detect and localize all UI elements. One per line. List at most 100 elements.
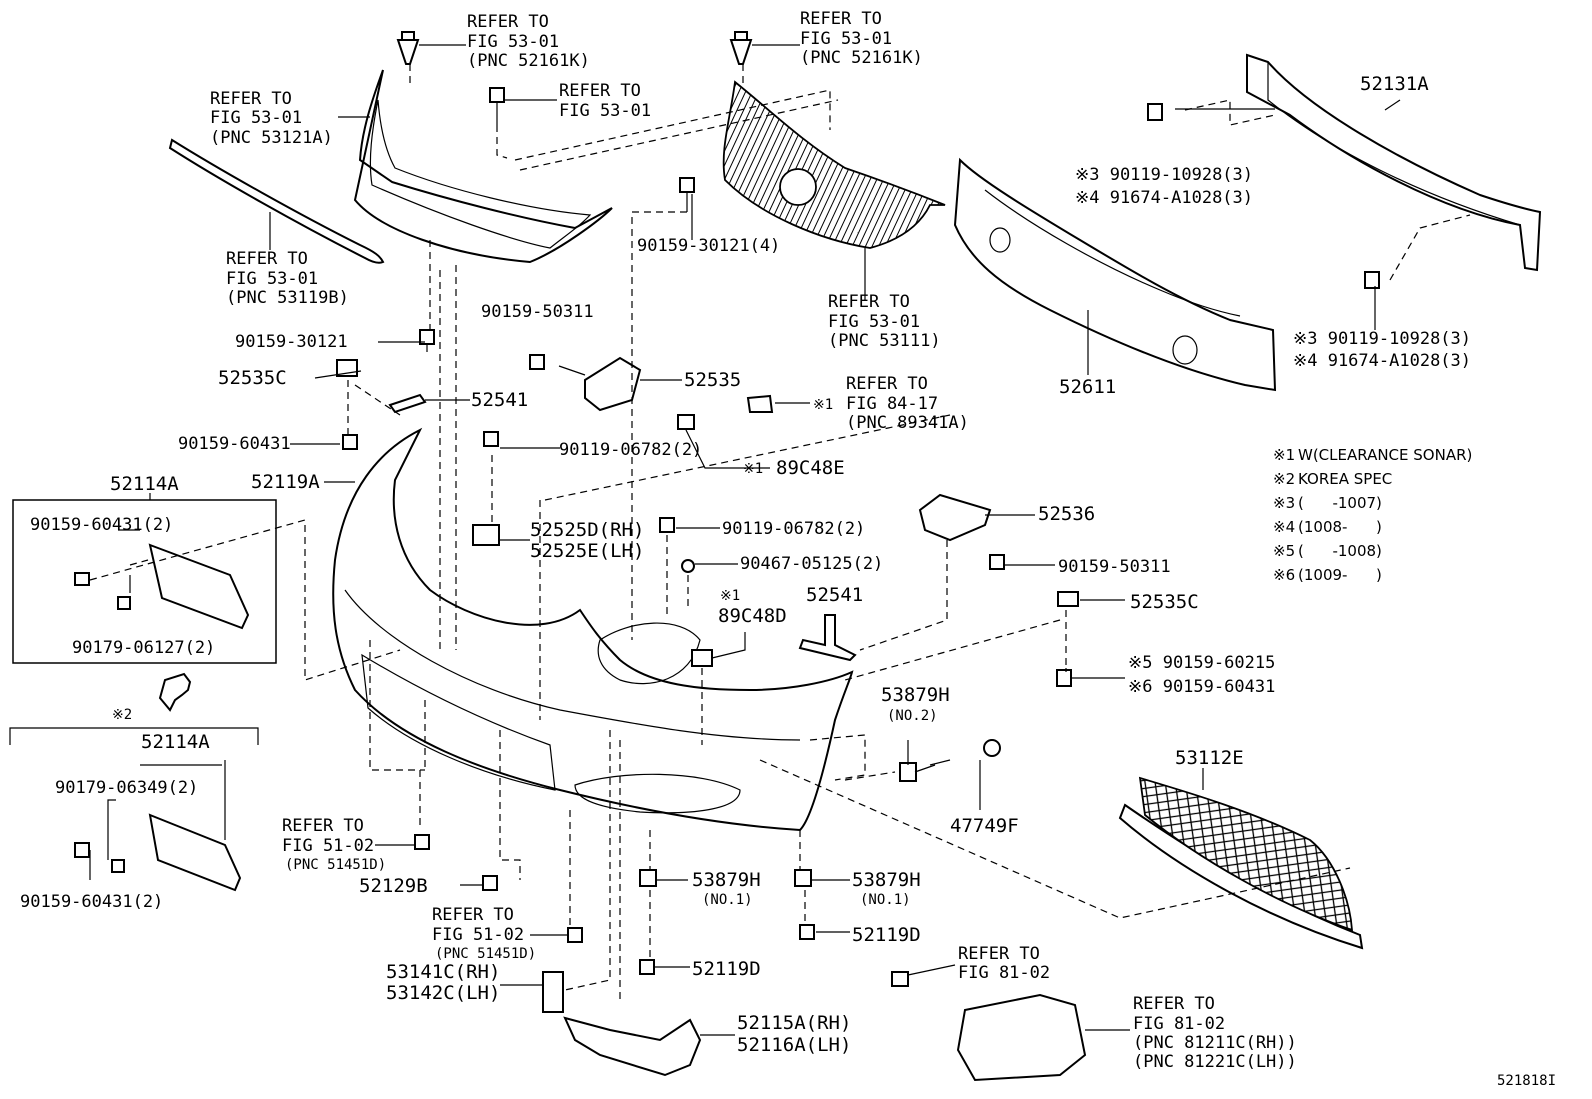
ref-fog-lamp-l2: FIG 81-02 [1133,1014,1225,1034]
note-2-mark: ※2 [1273,470,1295,488]
clip-53879H-icon [899,739,1001,782]
ref-frame-l3: (PNC 53121A) [210,128,333,148]
part-52115A: 52115A(RH) [737,1012,851,1034]
ref-bolt-left-l3: (PNC 51451D) [285,857,386,873]
leader-lines [9,44,1401,1036]
part-53112E: 53112E [1175,747,1244,769]
part-52119D-b: 52119D [852,924,921,946]
bolt-icon [342,329,435,450]
part-52536: 52536 [1038,503,1095,525]
ref-molding-l1: REFER TO [226,249,308,269]
part-90467-05125: 90467-05125(2) [740,554,883,574]
ref-clip-left-l3: (PNC 52161K) [467,51,590,71]
note-1-text: W(CLEARANCE SONAR) [1298,446,1472,464]
ref-sonar-l3: (PNC 89341A) [846,413,969,433]
ref-bolt-center-l2: FIG 51-02 [432,925,524,945]
part-52611: 52611 [1059,376,1116,398]
ref-clip-left-l2: FIG 53-01 [467,32,559,52]
nut-52525-icon [472,431,500,546]
ref-sonar-l1: REFER TO [846,374,928,394]
ref-screw-l2: FIG 53-01 [559,101,651,121]
bracket-53141C-icon [542,971,564,1013]
bolt-icon [414,834,815,975]
note-5-text: ( -1008) [1298,542,1382,560]
part-53879H-a-no: (NO.2) [887,708,938,724]
part-52129B: 52129B [359,875,428,897]
license-bracket-box [12,499,277,664]
part-53879H-b-no: (NO.1) [702,892,753,908]
ref-fog-lamp-l4: (PNC 81221C(LH)) [1133,1052,1297,1072]
absorber-52611 [953,157,1277,392]
part-90159-50311-a: 90159-50311 [481,302,594,322]
part-53879H-c-no: (NO.1) [860,892,911,908]
part-52535: 52535 [684,369,741,391]
part-90159-60431-a: 90159-60431 [178,434,291,454]
part-90159-30121-4: 90159-30121(4) [637,236,780,256]
part-53879H-c: 53879H [852,869,921,891]
part-absorber-bolt-top-a: ※3 90119-10928(3) [1075,165,1253,185]
part-90119-06782-a: 90119-06782(2) [559,440,702,460]
diagram-id: 521818I [1497,1073,1556,1089]
part-90159-60215: ※5 90159-60215 [1128,653,1275,673]
part-number-labels: 52131A 52611 ※3 90119-10928(3) ※4 91674-… [20,73,1471,1056]
bracket-52536-icon [918,493,1005,570]
retainer-52535C-icon [1056,591,1079,687]
sensor-bracket-52535-icon [529,354,642,412]
ref-molding-l3: (PNC 53119B) [226,288,349,308]
note-1-mark: ※1 [1273,446,1295,464]
note-2-text: KOREA SPEC [1298,470,1392,488]
seal-52541-icon [798,614,857,662]
ref-frame-l2: FIG 53-01 [210,108,302,128]
screw-icon [489,87,505,125]
part-89C48E-mark: ※1 [743,461,763,477]
note-5-mark: ※5 [1273,542,1295,560]
clip-53879H-icon [639,869,812,887]
note-3-text: ( -1007) [1298,494,1382,512]
dashed-lines [89,64,1471,1000]
bolt-icon [1147,103,1380,289]
part-52525E: 52525E(LH) [530,540,644,562]
part-90179-06127: 90179-06127(2) [72,638,215,658]
part-89C48D: 89C48D [718,605,787,627]
ref-clip-right-l1: REFER TO [800,9,882,29]
spacer-52115A-icon [563,1016,702,1077]
grille-53111 [722,80,946,249]
ref-grille-l3: (PNC 53111) [828,331,941,351]
fog-lamp-icon [891,971,1087,1082]
screw-icon [679,177,695,212]
part-52119A: 52119A [251,471,320,493]
part-52114A-korea: 52114A [141,731,210,753]
part-89C48E: 89C48E [776,457,845,479]
part-90159-60431-2b: 90159-60431(2) [20,892,163,912]
part-52535C-b: 52535C [1130,591,1199,613]
ref-fog-lamp-l1: REFER TO [1133,994,1215,1014]
part-90159-60431-6: ※6 90159-60431 [1128,677,1275,697]
note-4-text: (1008- ) [1298,518,1382,536]
ref-bolt-left-l1: REFER TO [282,816,364,836]
notes-legend: ※1 W(CLEARANCE SONAR) ※2 KOREA SPEC ※3 (… [1273,446,1472,584]
part-52116A: 52116A(LH) [737,1034,851,1056]
part-53879H-b: 53879H [692,869,761,891]
part-52119D-a: 52119D [692,958,761,980]
ref-grille-l1: REFER TO [828,292,910,312]
part-52535C-a: 52535C [218,367,287,389]
reinforcement-52131A [1246,53,1542,272]
part-47749F: 47749F [950,815,1019,837]
bolt-icon [659,517,695,573]
cap-52129B-icon [482,875,498,891]
ref-clip-right-l3: (PNC 52161K) [800,48,923,68]
part-absorber-bolt-bot-b: ※4 91674-A1028(3) [1293,351,1471,371]
part-52541-a: 52541 [471,389,528,411]
license-bracket-korea [74,813,242,892]
part-52114A-box: 52114A [110,473,179,495]
part-53141C: 53141C(RH) [386,961,500,983]
part-absorber-bolt-bot-a: ※3 90119-10928(3) [1293,329,1471,349]
lower-grille-53112E [1118,776,1364,950]
part-absorber-bolt-top-b: ※4 91674-A1028(3) [1075,188,1253,208]
part-90159-50311-b: 90159-50311 [1058,557,1171,577]
ref-sonar-l2: FIG 84-17 [846,394,938,414]
part-52131A: 52131A [1360,73,1429,95]
note-6-mark: ※6 [1273,566,1295,584]
clip-icon [729,31,753,65]
